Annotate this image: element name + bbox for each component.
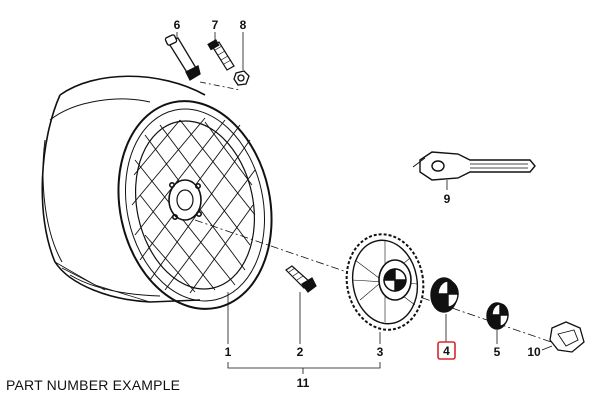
- callout-5: 5: [494, 345, 501, 359]
- axis-line-stub: [199, 81, 241, 91]
- caption: PART NUMBER EXAMPLE: [6, 377, 181, 393]
- lock-key[interactable]: [412, 151, 536, 181]
- valve-stem[interactable]: [164, 34, 201, 81]
- callout-4[interactable]: 4: [443, 344, 450, 358]
- wheel-bolt[interactable]: [285, 265, 317, 293]
- callout-7: 7: [212, 18, 219, 32]
- callout-2: 2: [297, 345, 304, 359]
- leader-lines: [227, 292, 553, 374]
- callout-11: 11: [297, 376, 310, 390]
- emblem[interactable]: [430, 277, 459, 313]
- callout-1: 1: [225, 345, 232, 359]
- valve-nut[interactable]: [233, 70, 250, 86]
- callout-4-highlight[interactable]: [437, 341, 456, 360]
- callout-9: 9: [444, 192, 451, 206]
- wheel-rim[interactable]: [41, 75, 290, 323]
- cap-nut[interactable]: [549, 321, 585, 353]
- callout-10: 10: [527, 345, 541, 359]
- badge[interactable]: [486, 302, 509, 330]
- valve-screw[interactable]: [207, 39, 235, 71]
- center-cover[interactable]: [339, 228, 431, 336]
- callout-8: 8: [240, 18, 247, 32]
- callout-6: 6: [174, 18, 181, 32]
- callout-3: 3: [377, 345, 384, 359]
